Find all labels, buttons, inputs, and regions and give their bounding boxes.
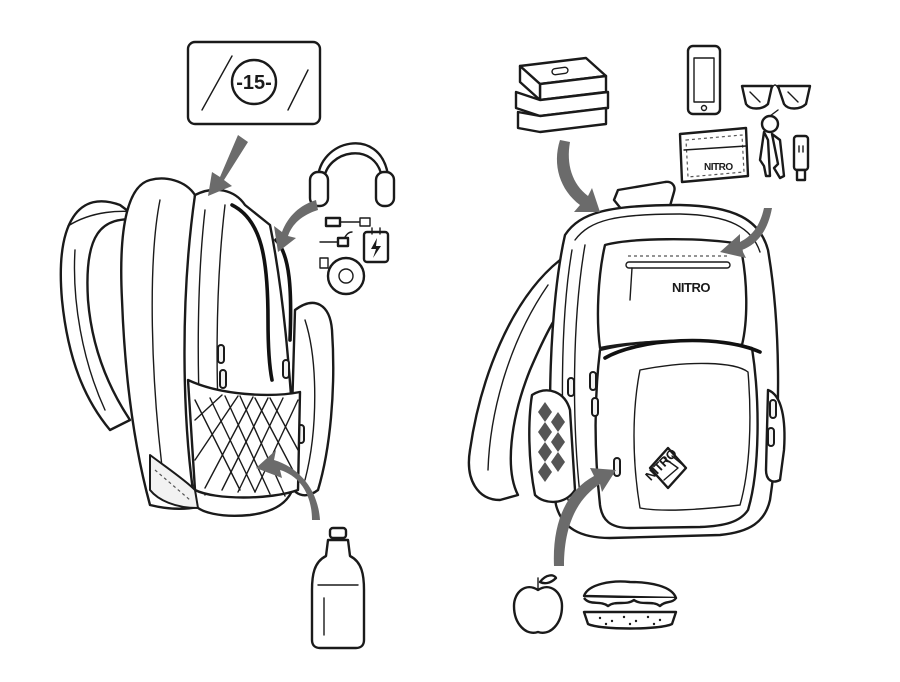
- tablet-icon: -15-: [186, 40, 322, 126]
- phone-icon: [686, 44, 722, 116]
- zipper-pull: [591, 397, 599, 417]
- zipper-pull: [769, 399, 777, 419]
- left-backpack: [59, 177, 335, 517]
- front-pocket: [594, 339, 759, 530]
- sunglasses-icon: [740, 84, 812, 110]
- usb-cable-icon: [324, 216, 371, 228]
- charger-icon: [362, 227, 390, 264]
- zipper-pull: [767, 427, 775, 447]
- sandwich-icon: [582, 580, 678, 630]
- right-backpack: NITRO NITRO: [467, 180, 786, 540]
- audio-cable-icon: [319, 231, 353, 248]
- zipper-pull: [567, 377, 575, 397]
- apple-icon: [512, 574, 564, 634]
- arrow-bottle-to-pocket: [256, 450, 320, 520]
- arrow-items-to-pack: [720, 208, 772, 258]
- brand-logo-top: NITRO: [672, 280, 710, 295]
- headphones-icon: [308, 142, 396, 208]
- usb-stick-icon: [792, 134, 810, 182]
- books-icon: [514, 56, 610, 134]
- argyle-pattern: [538, 402, 565, 482]
- zipper-pull: [282, 359, 290, 379]
- mesh-pattern: [194, 394, 299, 497]
- arrow-tablet-to-pack: [208, 135, 248, 196]
- keys-icon: [758, 109, 786, 180]
- zipper-pull: [589, 371, 597, 391]
- arrow-snacks-to-pocket: [553, 468, 616, 566]
- zipper-pull: [217, 344, 225, 364]
- brand-logo-wallet: NITRO: [704, 162, 733, 173]
- zipper-pull: [613, 457, 621, 477]
- wallet-icon: NITRO: [678, 126, 750, 184]
- arrow-electronics-to-pack: [274, 200, 318, 252]
- arrow-books-to-pack: [556, 140, 600, 212]
- tablet-badge: -15-: [236, 72, 272, 94]
- zipper-pull: [219, 369, 227, 389]
- water-bottle-icon: [310, 526, 366, 650]
- earbuds-icon: [319, 256, 366, 296]
